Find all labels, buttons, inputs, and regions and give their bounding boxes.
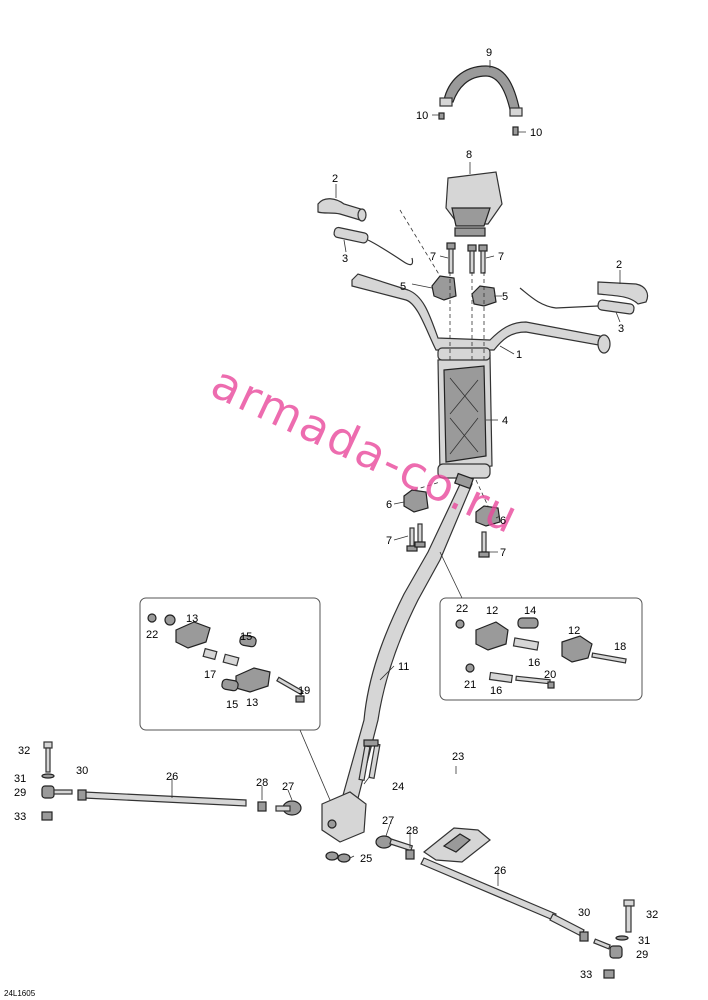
part-31-washer-right xyxy=(615,935,629,941)
part-30-nut-left xyxy=(77,789,87,801)
callout-25: 25 xyxy=(360,853,372,865)
part-9-grab-handle xyxy=(439,65,523,117)
part-27-ball-joint-left xyxy=(275,800,302,816)
callout-30-right: 30 xyxy=(578,907,590,919)
callout-29-right: 29 xyxy=(636,949,648,961)
callout-9: 9 xyxy=(486,47,492,59)
callout-numbers: 1 2 2 3 3 4 5 5 6 6 7 7 7 7 8 9 10 10 11… xyxy=(14,47,658,981)
callout-29-left: 29 xyxy=(14,787,26,799)
callout-33-left: 33 xyxy=(14,811,26,823)
part-5-clamp-left xyxy=(431,275,457,301)
callout-15-b: 15 xyxy=(226,699,238,711)
callout-2-left: 2 xyxy=(332,173,338,185)
callout-3-right: 3 xyxy=(618,323,624,335)
callout-6-right: 6 xyxy=(500,515,506,527)
part-4-riser xyxy=(437,347,493,479)
part-3-cable-right xyxy=(519,287,635,315)
callout-10-left: 10 xyxy=(416,110,428,122)
callout-15-a: 15 xyxy=(240,631,252,643)
callout-leader-lines xyxy=(171,60,621,886)
callout-16-a: 16 xyxy=(528,657,540,669)
callout-27-left: 27 xyxy=(282,781,294,793)
part-26-tie-rod-left xyxy=(83,791,247,807)
callout-28-left: 28 xyxy=(256,777,268,789)
part-26-tie-rod-right xyxy=(420,857,585,937)
inset-pointer-lines xyxy=(299,551,463,801)
callout-19: 19 xyxy=(298,685,310,697)
part-6-clamp-right xyxy=(475,505,501,527)
callout-23: 23 xyxy=(452,751,464,763)
drawing-code: 24L1605 xyxy=(4,989,36,998)
callout-3-left: 3 xyxy=(342,253,348,265)
callout-11: 11 xyxy=(398,661,409,673)
callout-14: 14 xyxy=(524,605,536,617)
part-28-nut-left xyxy=(257,801,267,812)
callout-26-left: 26 xyxy=(166,771,178,783)
callout-2-right: 2 xyxy=(616,259,622,271)
part-32-bolt-right xyxy=(623,899,635,933)
callout-21: 21 xyxy=(464,679,476,691)
callout-12-a: 12 xyxy=(486,605,498,617)
callout-7-b: 7 xyxy=(498,251,504,263)
callout-7-a: 7 xyxy=(430,251,436,263)
detail-inset-right xyxy=(439,597,643,701)
part-3-cable-left xyxy=(333,226,414,266)
callout-17: 17 xyxy=(204,669,216,681)
callout-5-left: 5 xyxy=(400,281,406,293)
part-27-ball-joint-right xyxy=(375,835,414,852)
callout-5-right: 5 xyxy=(502,291,508,303)
callout-24: 24 xyxy=(392,781,404,793)
part-32-bolt-left xyxy=(43,741,53,773)
callout-13-a: 13 xyxy=(186,613,198,625)
part-2-grip-right xyxy=(597,281,649,305)
callout-33-right: 33 xyxy=(580,969,592,981)
part-29-end-right xyxy=(593,938,623,959)
part-30-nut-right xyxy=(579,931,589,942)
callout-32-right: 32 xyxy=(646,909,658,921)
part-2-grip-left xyxy=(317,198,367,222)
callout-31-left: 31 xyxy=(14,773,26,785)
part-25-nuts xyxy=(325,851,351,863)
assembly-guide-lines xyxy=(399,209,489,507)
callout-8: 8 xyxy=(466,149,472,161)
callout-31-right: 31 xyxy=(638,935,650,947)
part-7-bolts-lower xyxy=(406,523,490,558)
callout-27-right: 27 xyxy=(382,815,394,827)
callout-7-c: 7 xyxy=(386,535,392,547)
part-24-bolts xyxy=(358,739,381,781)
part-10-screw-right xyxy=(512,126,519,136)
part-29-end-left xyxy=(41,785,73,799)
callout-7-d: 7 xyxy=(500,547,506,559)
callout-4: 4 xyxy=(502,415,508,427)
part-10-screw-left xyxy=(438,112,445,120)
part-28-nut-right xyxy=(405,849,415,860)
part-31-washer-left xyxy=(41,773,55,779)
callout-30-left: 30 xyxy=(76,765,88,777)
callout-18: 18 xyxy=(614,641,626,653)
detail-inset-left xyxy=(139,597,321,731)
callout-12-b: 12 xyxy=(568,625,580,637)
callout-1: 1 xyxy=(516,349,522,361)
callout-20: 20 xyxy=(544,669,556,681)
part-33-nut-right xyxy=(603,969,615,979)
callout-26-right: 26 xyxy=(494,865,506,877)
column-base-bracket xyxy=(321,791,367,843)
callout-32-left: 32 xyxy=(18,745,30,757)
callout-16-b: 16 xyxy=(490,685,502,697)
callout-22-b: 22 xyxy=(456,603,468,615)
callout-10-right: 10 xyxy=(530,127,542,139)
part-7-bolts-top xyxy=(446,242,488,274)
part-23-plate xyxy=(422,827,491,863)
callout-22-a: 22 xyxy=(146,629,158,641)
callout-28-right: 28 xyxy=(406,825,418,837)
part-6-clamp-left xyxy=(403,489,429,513)
callout-6-left: 6 xyxy=(386,499,392,511)
part-1-handlebar xyxy=(351,273,611,354)
part-33-nut-left xyxy=(41,811,53,821)
part-8-cover xyxy=(445,171,503,237)
callout-13-b: 13 xyxy=(246,697,258,709)
